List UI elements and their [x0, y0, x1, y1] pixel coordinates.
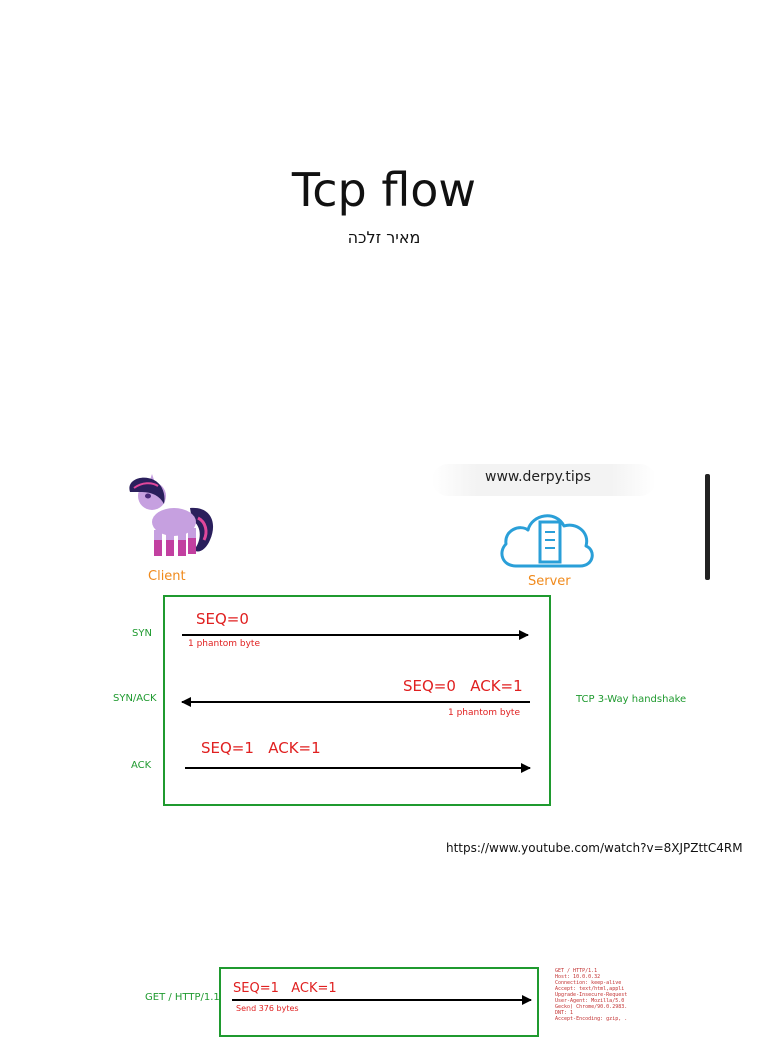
handshake-box	[163, 595, 551, 806]
domain-text: www.derpy.tips	[485, 469, 591, 485]
handshake-label: TCP 3-Way handshake	[576, 694, 687, 705]
synack-note: 1 phantom byte	[448, 708, 520, 718]
http-line: Gecko) Chrome/90.0.2983.	[555, 1004, 628, 1010]
client-pony-illustration	[112, 470, 222, 578]
get-seq-text: SEQ=1 ACK=1	[233, 981, 337, 996]
synack-label: SYN/ACK	[113, 693, 157, 704]
http-line: Connection: keep-alive	[555, 980, 622, 986]
client-label: Client	[148, 569, 186, 584]
server-cloud-illustration	[496, 506, 600, 580]
slide-title: Tcp flow	[291, 163, 477, 217]
http-line: Accept-Encoding: gzip, .	[555, 1016, 628, 1022]
http-line: User-Agent: Mozilla/5.0	[555, 998, 625, 1004]
slide-subtitle: מאיר זלכה	[347, 228, 421, 247]
title-block: Tcp flow מאיר זלכה	[0, 160, 768, 247]
syn-note: 1 phantom byte	[188, 639, 260, 649]
http-line: GET / HTTP/1.1	[555, 968, 598, 974]
server-label: Server	[528, 574, 571, 589]
cropped-edge	[705, 474, 710, 580]
domain-banner	[432, 464, 656, 496]
synack-seq-text: SEQ=0 ACK=1	[403, 677, 523, 695]
cloud-server-icon	[500, 514, 594, 568]
http-line: DNT: 1	[555, 1010, 574, 1016]
http-request-text: GET / HTTP/1.1 Host: 10.0.0.32 Connectio…	[555, 968, 627, 1022]
http-line: Upgrade-Insecure-Request	[555, 992, 628, 998]
syn-seq-text: SEQ=0	[196, 610, 249, 628]
syn-label: SYN	[132, 628, 152, 639]
http-line: Host: 10.0.0.32	[555, 974, 601, 980]
ack-seq-text: SEQ=1 ACK=1	[201, 739, 321, 757]
get-label: GET / HTTP/1.1	[145, 992, 220, 1003]
http-line: Accept: text/html,appli	[555, 986, 625, 992]
pony-icon	[129, 474, 214, 556]
get-note: Send 376 bytes	[236, 1004, 299, 1013]
source-url[interactable]: https://www.youtube.com/watch?v=8XJPZttC…	[446, 841, 743, 855]
http-box	[219, 967, 539, 1037]
ack-label: ACK	[131, 760, 152, 771]
